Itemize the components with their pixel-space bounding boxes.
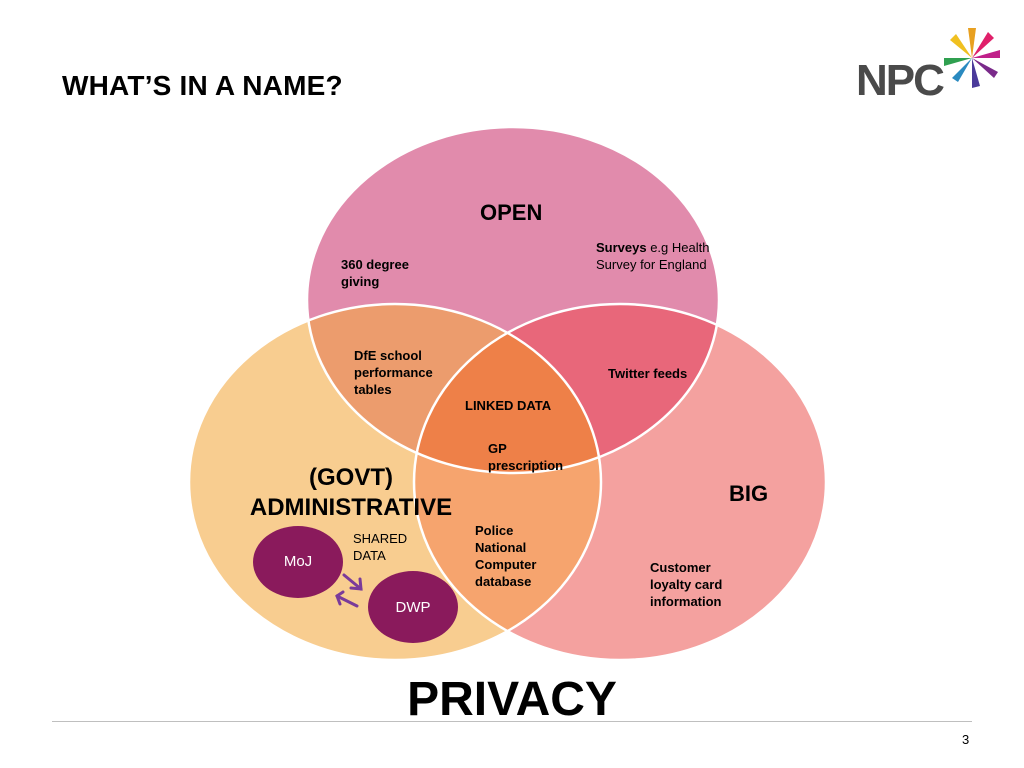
- logo-text: NPC: [856, 56, 945, 105]
- page-number: 3: [962, 732, 970, 747]
- moj-label: MoJ: [283, 553, 313, 570]
- center-overlap: [414, 304, 601, 473]
- item-360-giving: 360 degree giving: [341, 257, 409, 289]
- item-surveys-bold: Surveys: [596, 240, 647, 255]
- npc-logo: NPC: [856, 22, 1006, 105]
- item-dfe: DfE school performance tables: [354, 348, 433, 397]
- star-burst-icon: [944, 28, 1000, 88]
- govt-label-line1: (GOVT): [309, 464, 393, 491]
- open-label: OPEN: [480, 200, 543, 225]
- govt-label: (GOVT) ADMINISTRATIVE: [226, 463, 476, 523]
- dwp-label: DWP: [395, 599, 431, 616]
- big-label: BIG: [729, 481, 769, 506]
- dwp-pill: [368, 571, 458, 643]
- footer-divider: [52, 721, 972, 722]
- item-twitter: Twitter feeds: [608, 366, 688, 381]
- center-label: LINKED DATA: [465, 398, 552, 413]
- item-police: Police National Computer database: [475, 523, 537, 589]
- slide-title: WHAT’S IN A NAME?: [62, 70, 343, 101]
- item-surveys: Surveys e.g Health Survey for England: [596, 239, 711, 273]
- shared-data-arrows: [335, 573, 363, 608]
- item-customer: Customer loyalty card information: [650, 560, 723, 609]
- item-surveys-rest: e.g Health Survey for England: [596, 240, 710, 272]
- privacy-title: PRIVACY: [407, 673, 617, 726]
- item-shared-data: SHARED DATA: [353, 531, 408, 563]
- govt-label-line2: ADMINISTRATIVE: [249, 494, 453, 521]
- item-gp: GP prescription: [488, 441, 564, 473]
- moj-pill: [253, 526, 343, 598]
